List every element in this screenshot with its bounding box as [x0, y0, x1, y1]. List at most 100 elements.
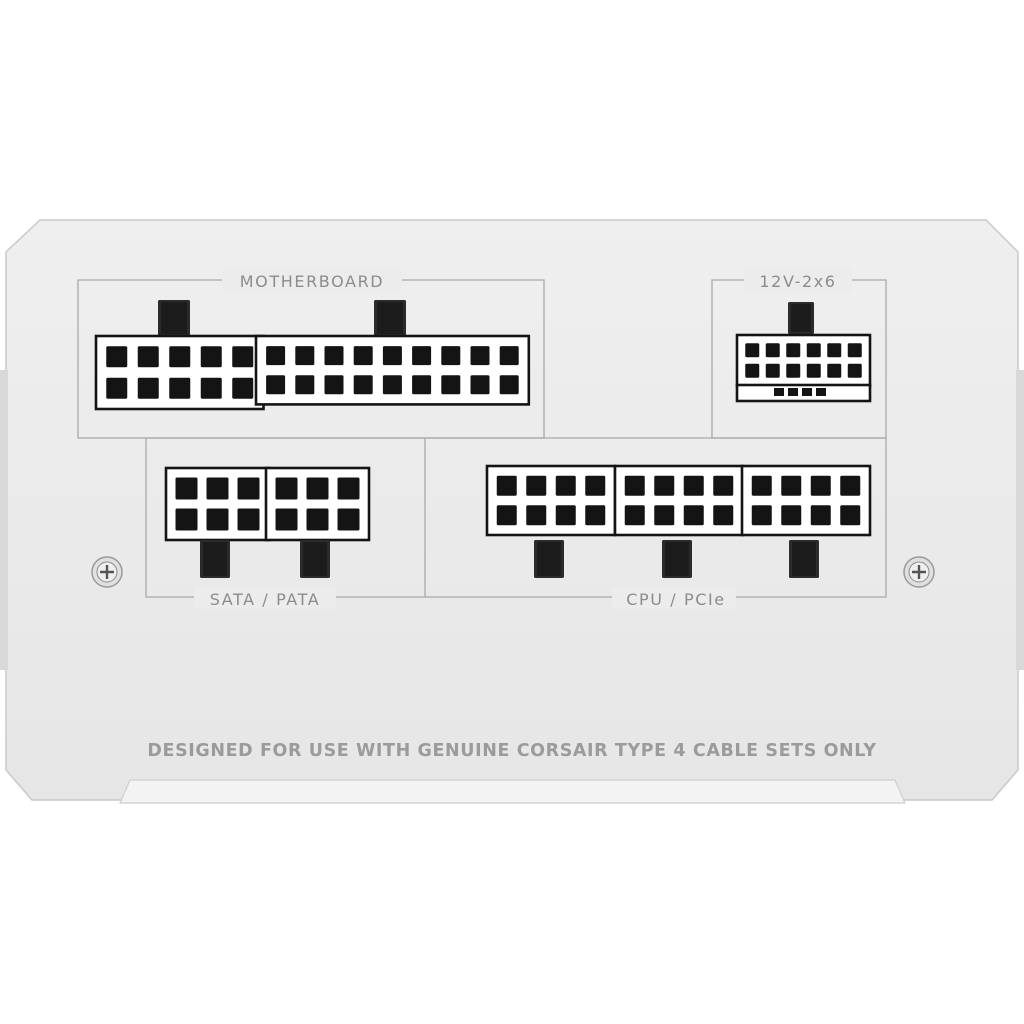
pin-hole	[175, 477, 198, 500]
pin-hole	[810, 505, 831, 526]
pin-hole	[847, 363, 862, 378]
pin-hole	[751, 505, 772, 526]
pin-hole	[781, 475, 802, 496]
pin-hole	[295, 346, 315, 366]
sense-pin	[816, 388, 826, 396]
connectors	[94, 300, 872, 578]
pin-hole	[765, 363, 780, 378]
warning-text: DESIGNED FOR USE WITH GENUINE CORSAIR TY…	[147, 741, 876, 761]
pin-hole	[275, 508, 298, 531]
latch-tab-inner	[203, 542, 227, 576]
pin-hole	[840, 505, 861, 526]
pin-hole	[496, 505, 517, 526]
pin-hole	[585, 475, 606, 496]
latch-tab-inner	[665, 542, 689, 576]
pin-hole	[306, 477, 329, 500]
sense-pin	[802, 388, 812, 396]
section-outline	[145, 437, 887, 598]
pin-hole	[585, 505, 606, 526]
pin-hole	[206, 508, 229, 531]
pin-hole	[624, 475, 645, 496]
pin-hole	[169, 346, 191, 368]
cpu-12v-2x6-connector	[735, 302, 872, 403]
pin-hole	[786, 343, 801, 358]
sata-pata-connector	[264, 466, 371, 578]
label-motherboard: MOTHERBOARD	[240, 272, 384, 291]
pin-hole	[441, 346, 461, 366]
pin-hole	[827, 363, 842, 378]
latch-tab-inner	[537, 542, 561, 576]
pin-hole	[827, 343, 842, 358]
pin-hole	[353, 346, 373, 366]
pin-hole	[295, 375, 315, 395]
pin-hole	[683, 505, 704, 526]
pin-hole	[412, 375, 432, 395]
pin-hole	[713, 505, 734, 526]
pin-hole	[175, 508, 198, 531]
pin-hole	[337, 508, 360, 531]
latch-tab-inner	[791, 304, 811, 332]
pin-hole	[353, 375, 373, 395]
pin-hole	[526, 475, 547, 496]
pin-hole	[324, 375, 344, 395]
label-12v-2x6: 12V-2x6	[759, 272, 836, 291]
pin-hole	[555, 505, 576, 526]
pin-hole	[441, 375, 461, 395]
label-sata-pata: SATA / PATA	[210, 590, 321, 609]
pin-hole	[337, 477, 360, 500]
pin-hole	[781, 505, 802, 526]
latch-tab-inner	[792, 542, 816, 576]
pin-hole	[683, 475, 704, 496]
pin-hole	[499, 375, 519, 395]
socket-housing	[735, 333, 872, 388]
label-bg	[612, 587, 736, 609]
pin-hole	[237, 508, 260, 531]
cpu-pcie-connector	[485, 464, 617, 578]
pin-hole	[237, 477, 260, 500]
pin-hole	[499, 346, 519, 366]
pin-hole	[751, 475, 772, 496]
latch-tab-inner	[161, 302, 187, 334]
pin-hole	[810, 475, 831, 496]
pin-hole	[232, 346, 254, 368]
pin-hole	[745, 363, 760, 378]
pin-hole	[382, 346, 402, 366]
right-screw	[903, 556, 935, 588]
left-screw	[91, 556, 123, 588]
pin-hole	[266, 346, 286, 366]
pin-hole	[232, 377, 254, 399]
bottom-lip	[119, 779, 906, 804]
pin-hole	[496, 475, 517, 496]
pin-hole	[106, 377, 128, 399]
sata-pata-connector	[164, 466, 271, 578]
pin-hole	[786, 363, 801, 378]
pin-hole	[206, 477, 229, 500]
cpu-pcie-connector	[740, 464, 872, 578]
pin-hole	[200, 346, 222, 368]
pin-hole	[624, 505, 645, 526]
label-cpu-pcie: CPU / PCIe	[626, 590, 725, 609]
pin-hole	[745, 343, 760, 358]
sense-pin	[774, 388, 784, 396]
cpu-pcie-connector	[613, 464, 745, 578]
sense-pin	[788, 388, 798, 396]
pin-hole	[275, 477, 298, 500]
motherboard-connector	[94, 300, 531, 411]
pin-hole	[765, 343, 780, 358]
left-edge	[0, 370, 8, 670]
pin-hole	[806, 363, 821, 378]
pin-hole	[713, 475, 734, 496]
pin-hole	[306, 508, 329, 531]
pin-hole	[654, 505, 675, 526]
pin-hole	[106, 346, 128, 368]
label-bg	[194, 587, 336, 609]
pin-hole	[137, 346, 159, 368]
pin-hole	[412, 346, 432, 366]
latch-tab-inner	[377, 302, 403, 334]
label-bg	[222, 268, 402, 292]
right-edge	[1016, 370, 1024, 670]
pin-hole	[137, 377, 159, 399]
pin-hole	[324, 346, 344, 366]
pin-hole	[806, 343, 821, 358]
